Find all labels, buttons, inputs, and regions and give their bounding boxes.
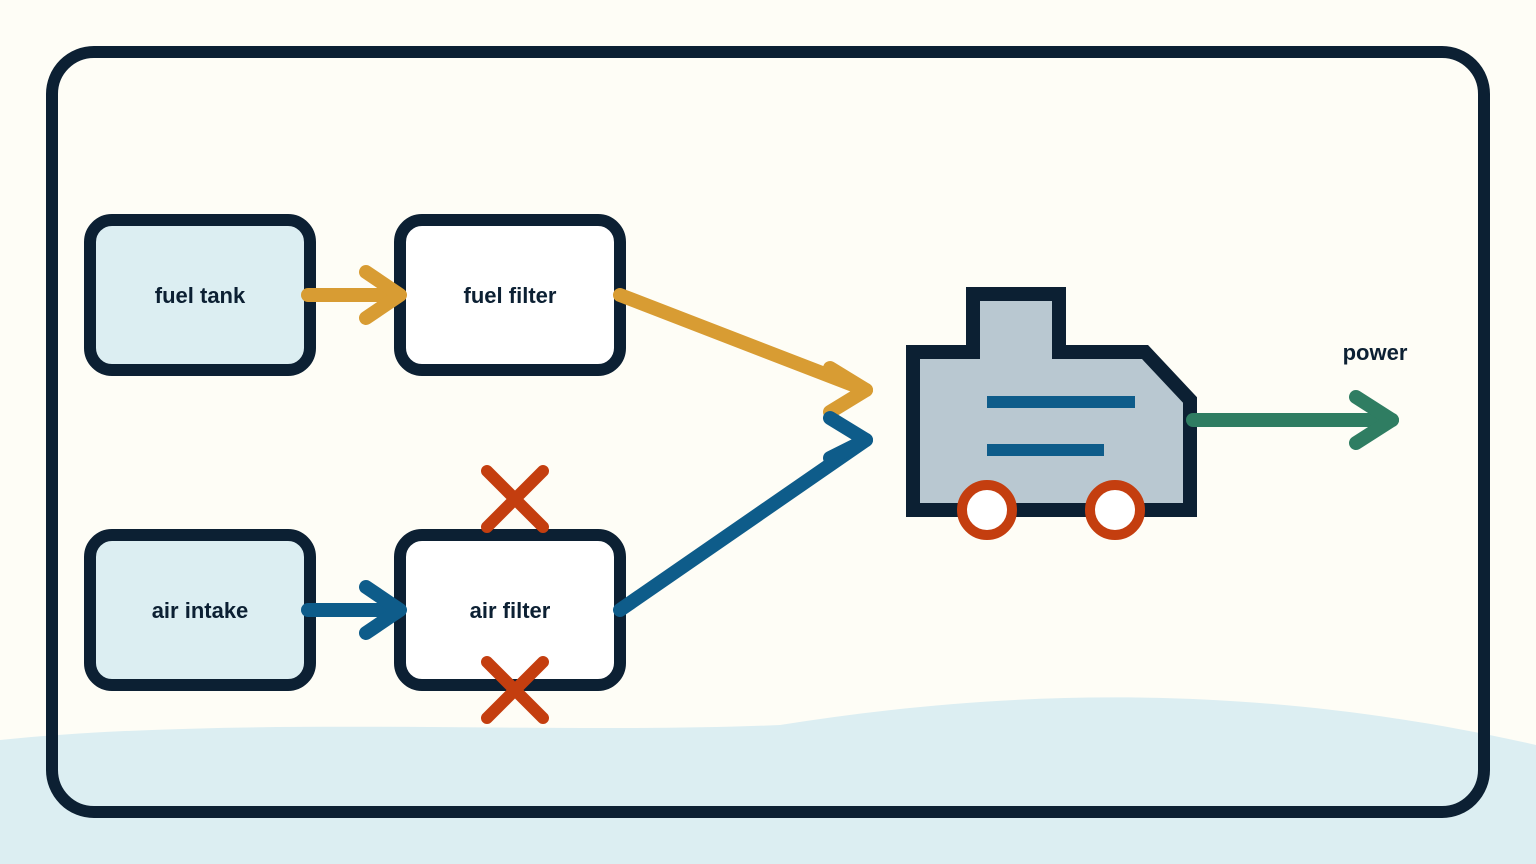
- wheel-icon: [957, 480, 1017, 540]
- air-filter-to-engine-arrow: [613, 411, 873, 617]
- fuel-tank-to-filter-arrow: [301, 265, 407, 325]
- fuel-filter-to-engine-arrow: [613, 288, 873, 419]
- x-mark-icon: [481, 465, 549, 533]
- diagram-frame: [46, 46, 1490, 818]
- air-intake-label: air intake: [152, 598, 249, 623]
- fuel-tank-node: fuel tank: [84, 214, 316, 376]
- air-intake-node: air intake: [84, 529, 316, 691]
- background-wave: [0, 697, 1536, 864]
- fuel-tank-label: fuel tank: [155, 283, 246, 308]
- fuel-filter-node: fuel filter: [394, 214, 626, 376]
- x-mark-icon: [481, 656, 549, 724]
- fuel-filter-label: fuel filter: [464, 283, 557, 308]
- generator-icon: [906, 287, 1197, 540]
- power-output-arrow: [1186, 390, 1399, 450]
- air-filter-node: air filter: [394, 529, 626, 691]
- power-label: power: [1343, 340, 1408, 365]
- air-intake-to-filter-arrow: [301, 580, 407, 640]
- air-filter-label: air filter: [470, 598, 551, 623]
- wheel-icon: [1085, 480, 1145, 540]
